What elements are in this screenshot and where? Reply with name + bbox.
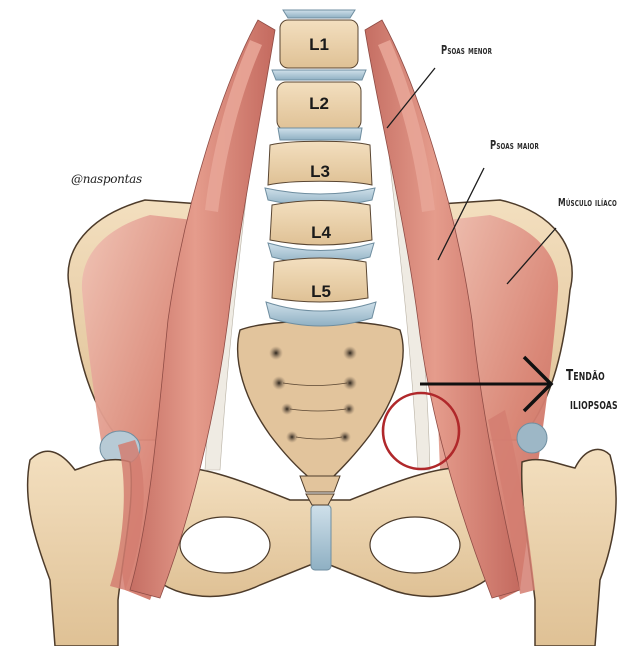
- psoas-maior-leader-line: [437, 167, 485, 261]
- sacrum: [236, 320, 404, 481]
- vertebra-label-l4: L4: [311, 223, 331, 242]
- label-psoas-maior: Psoas maior: [490, 138, 539, 152]
- right-psoas-major-muscle: [364, 19, 521, 599]
- right-femoral-head: [516, 422, 548, 454]
- left-psoas-major-muscle: [129, 19, 276, 599]
- right-iliopsoas-distal: [488, 410, 535, 594]
- musculo-iliaco-leader-line: [506, 227, 557, 285]
- label-musculo-iliaco: Músculo ilíaco: [558, 196, 617, 209]
- left-obturator-foramen: [179, 516, 271, 574]
- left-femur: [26, 450, 133, 646]
- arrow-icon: [420, 355, 554, 413]
- lumbar-spine: [264, 9, 377, 327]
- sacral-foramina: [269, 346, 357, 443]
- watermark: @naspontas: [71, 172, 142, 186]
- vertebra-label-l5: L5: [311, 282, 331, 301]
- left-psoas-minor-muscle: [205, 40, 262, 212]
- vertebra-label-l1: L1: [309, 35, 329, 54]
- label-tendao: Tendão: [566, 366, 605, 384]
- vertebra-label-l2: L2: [309, 94, 329, 113]
- right-femur: [520, 448, 617, 646]
- label-iliopsoas: iliopsoas: [570, 395, 618, 413]
- right-obturator-foramen: [369, 516, 461, 574]
- psoas-menor-leader-line: [386, 67, 436, 129]
- vertebra-label-l3: L3: [310, 162, 330, 181]
- left-iliopsoas-distal: [110, 440, 144, 590]
- coccyx: [299, 475, 341, 506]
- pubic-symphysis-disc: [310, 504, 332, 571]
- highlight-circle: [381, 391, 461, 471]
- right-psoas-minor-muscle: [378, 40, 435, 212]
- label-psoas-menor: Psoas menor: [441, 43, 493, 57]
